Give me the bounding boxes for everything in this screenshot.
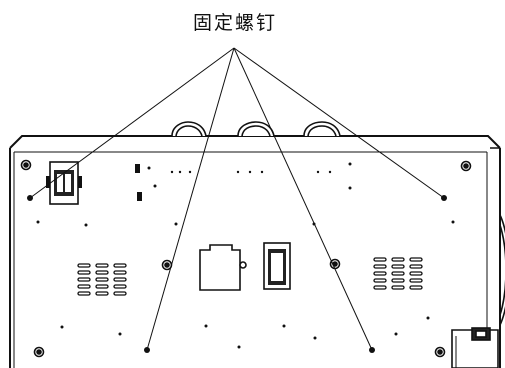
- screw-target: [441, 195, 447, 201]
- screw-target: [144, 347, 150, 353]
- screw-targets: [27, 195, 447, 353]
- d-markers: [135, 164, 142, 201]
- callout-leaders: [29, 47, 445, 351]
- rect-port: [263, 242, 291, 290]
- vent-left: [77, 263, 127, 296]
- side-cable: [499, 214, 505, 326]
- panel-outline: [9, 135, 501, 368]
- top-knobs: [171, 121, 341, 137]
- screw-target: [27, 195, 33, 201]
- center-plate: [199, 244, 241, 291]
- screw-target: [369, 347, 375, 353]
- callout-label: 固定螺钉: [192, 12, 277, 34]
- power-connector: [46, 161, 82, 205]
- vent-right: [373, 257, 423, 290]
- mounting-bosses: [20, 159, 472, 358]
- small-holes: [36, 162, 455, 349]
- corner-bracket: [451, 327, 499, 368]
